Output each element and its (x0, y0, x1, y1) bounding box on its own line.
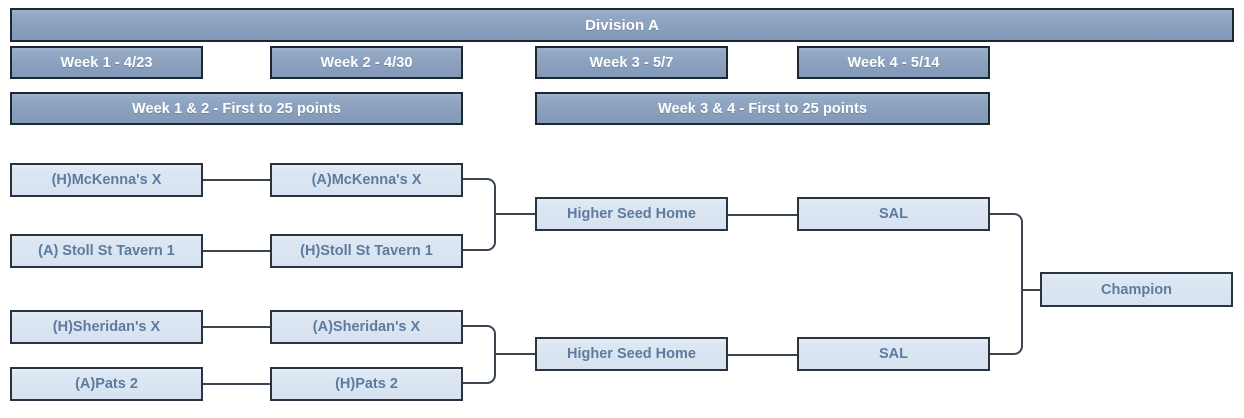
week-header-2: Week 2 - 4/30 (270, 46, 463, 79)
connector-elbow-final (990, 213, 1023, 355)
bracket-slot-r2-3[interactable]: (A)Sheridan's X (270, 310, 463, 344)
bracket-slot-r1-4[interactable]: (A)Pats 2 (10, 367, 203, 401)
connector-r1-r2-match3 (203, 326, 270, 328)
connector-elbow-lower-semifinal (463, 325, 496, 384)
connector-r1-r2-match2 (203, 250, 270, 252)
connector-final-stub (1021, 289, 1040, 291)
connector-r1-r2-match1 (203, 179, 270, 181)
bracket-slot-r3-upper[interactable]: Higher Seed Home (535, 197, 728, 231)
bracket-slot-r2-4[interactable]: (H)Pats 2 (270, 367, 463, 401)
bracket-slot-r1-2[interactable]: (A) Stoll St Tavern 1 (10, 234, 203, 268)
connector-upper-semifinal-stub (494, 213, 535, 215)
division-banner: Division A (10, 8, 1234, 42)
connector-r3-r4-lower (727, 354, 797, 356)
bracket-slot-r4-upper[interactable]: SAL (797, 197, 990, 231)
rule-banner-week-1-2: Week 1 & 2 - First to 25 points (10, 92, 463, 125)
bracket-slot-r1-3[interactable]: (H)Sheridan's X (10, 310, 203, 344)
connector-r3-r4-upper (727, 214, 797, 216)
week-header-1: Week 1 - 4/23 (10, 46, 203, 79)
bracket-slot-r4-lower[interactable]: SAL (797, 337, 990, 371)
rule-banner-week-3-4: Week 3 & 4 - First to 25 points (535, 92, 990, 125)
connector-r1-r2-match4 (203, 383, 270, 385)
bracket-slot-r2-1[interactable]: (A)McKenna's X (270, 163, 463, 197)
week-header-3: Week 3 - 5/7 (535, 46, 728, 79)
bracket-slot-champion[interactable]: Champion (1040, 272, 1233, 307)
connector-elbow-upper-semifinal (463, 178, 496, 251)
bracket-slot-r3-lower[interactable]: Higher Seed Home (535, 337, 728, 371)
week-header-4: Week 4 - 5/14 (797, 46, 990, 79)
bracket-slot-r2-2[interactable]: (H)Stoll St Tavern 1 (270, 234, 463, 268)
bracket-slot-r1-1[interactable]: (H)McKenna's X (10, 163, 203, 197)
connector-lower-semifinal-stub (494, 353, 535, 355)
